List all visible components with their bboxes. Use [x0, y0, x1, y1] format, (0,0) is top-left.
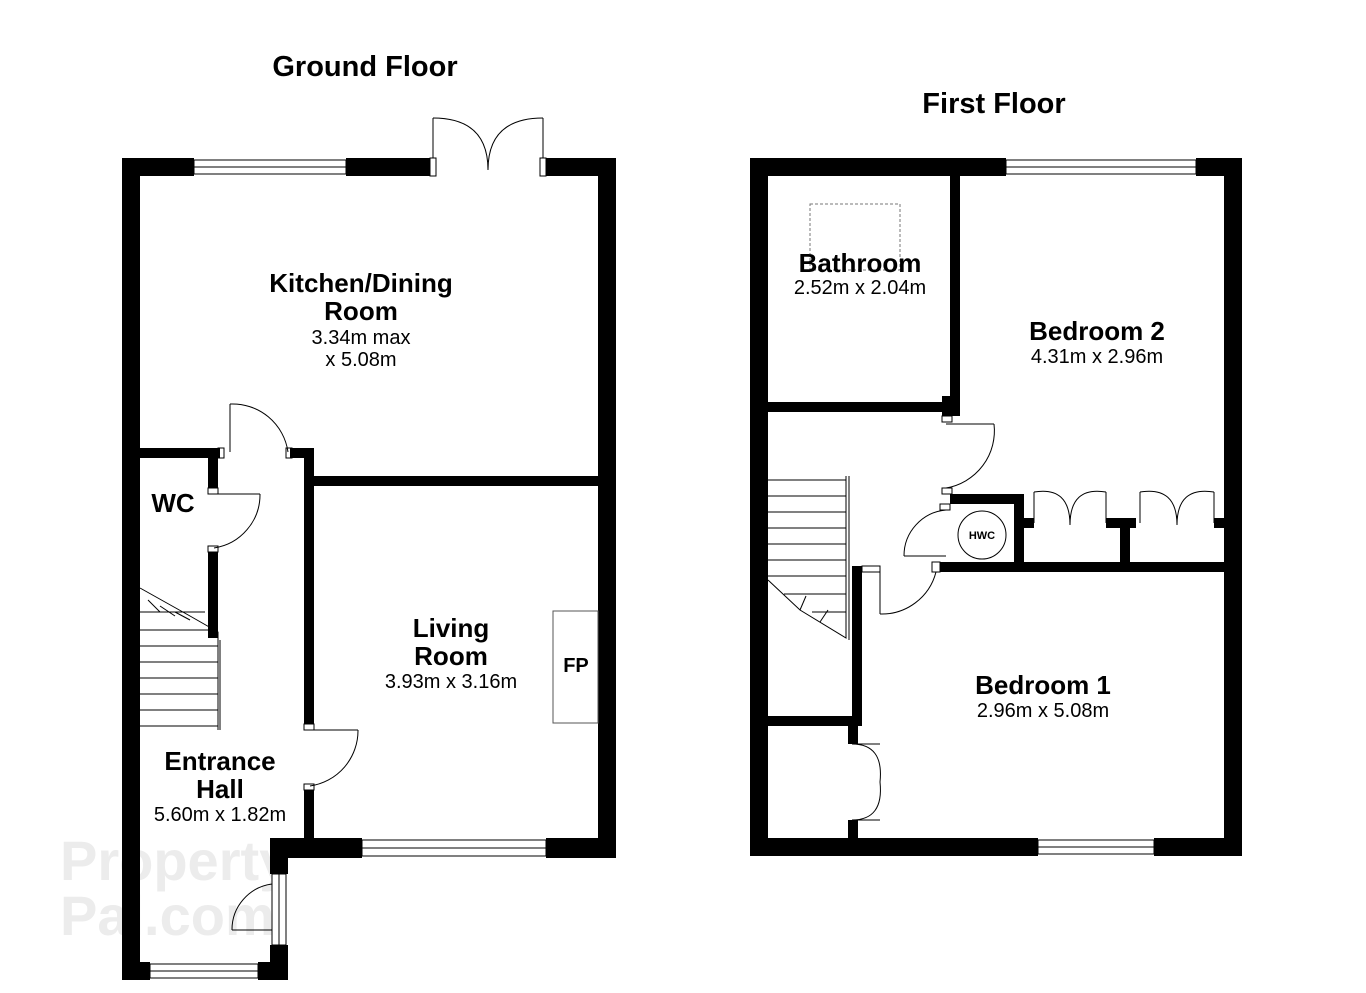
- door-front[interactable]: [231, 883, 273, 931]
- wall-north-left: [750, 158, 1006, 176]
- wall-hall-living-lower: [304, 790, 314, 848]
- hall-name-1: Entrance: [164, 746, 275, 776]
- bathroom-dim: 2.52m x 2.04m: [794, 277, 926, 299]
- wall-south-left-b: [258, 962, 288, 980]
- wall-kitchen-hall: [290, 448, 314, 458]
- hall-name-2: Hall: [196, 774, 244, 804]
- bedroom1-dim: 2.96m x 5.08m: [977, 700, 1109, 722]
- wall-bath-landing: [768, 402, 960, 412]
- door-living[interactable]: [303, 723, 359, 791]
- first-floor-plan: First Floor: [750, 88, 1242, 856]
- door-wc[interactable]: [207, 487, 261, 553]
- watermark: Property Pal.com: [60, 829, 290, 947]
- door-hwc[interactable]: [903, 503, 951, 573]
- hall-dim: 5.60m x 1.82m: [154, 804, 286, 826]
- bedroom1-name: Bedroom 1: [975, 670, 1111, 700]
- skylight: [809, 203, 901, 271]
- kitchen-name-1: Kitchen/Dining: [269, 268, 452, 298]
- kitchen-name-2: Room: [324, 296, 398, 326]
- wall-bath-corner: [942, 396, 960, 416]
- wall-closet-lower: [848, 820, 858, 838]
- wall-hall-living-upper: [304, 448, 314, 724]
- wall-west: [122, 158, 140, 980]
- wall-south-mid: [288, 838, 362, 858]
- wall-landing-bed1: [852, 566, 862, 722]
- fireplace: [552, 610, 599, 724]
- wall-west: [750, 158, 768, 856]
- staircase: [767, 476, 850, 640]
- wall-kitchen-living: [304, 476, 598, 486]
- ground-floor-plan: Ground Floor: [122, 51, 616, 980]
- wall-closet-top: [768, 716, 862, 726]
- bedroom2-dim: 4.31m x 2.96m: [1031, 346, 1163, 368]
- wc-name: WC: [151, 488, 195, 518]
- wall-north-left: [122, 158, 194, 176]
- bedroom2-name: Bedroom 2: [1029, 316, 1165, 346]
- wall-south-left: [750, 838, 1038, 856]
- wardrobe-doors-left[interactable]: [1033, 490, 1107, 526]
- door-bedroom1[interactable]: [861, 565, 937, 615]
- wardrobe-doors-right[interactable]: [1139, 490, 1215, 526]
- hwc-label: HWC: [969, 530, 995, 542]
- wall-hwc-right: [1014, 494, 1024, 572]
- ground-floor-title: Ground Floor: [272, 51, 457, 83]
- living-name-2: Room: [414, 641, 488, 671]
- hot-water-cylinder: [957, 510, 1007, 560]
- living-dim: 3.93m x 3.16m: [385, 671, 517, 693]
- wall-wardrobe-left: [1014, 518, 1034, 528]
- wall-south-left-a: [122, 962, 150, 980]
- watermark-line2: Pal.com: [60, 884, 275, 947]
- wall-south-right: [1154, 838, 1242, 856]
- wall-bath-bed2: [950, 176, 960, 416]
- french-doors[interactable]: [429, 117, 547, 177]
- door-bedroom2[interactable]: [941, 415, 995, 495]
- first-floor-title: First Floor: [922, 88, 1065, 120]
- wall-east: [1224, 158, 1242, 856]
- wall-wardrobe-right: [1214, 518, 1224, 528]
- wall-wc-lower: [208, 552, 218, 638]
- wall-south-right: [546, 838, 616, 858]
- closet-doors[interactable]: [851, 743, 881, 821]
- wall-hwc-top: [950, 494, 1020, 504]
- wall-porch-corner: [270, 838, 288, 874]
- kitchen-dim-1: 3.34m max: [312, 327, 411, 349]
- bathroom-name: Bathroom: [799, 248, 922, 278]
- living-name-1: Living: [413, 613, 490, 643]
- fireplace-label: FP: [563, 655, 589, 677]
- wall-closet-upper: [848, 726, 858, 744]
- wall-wc-upper: [208, 448, 218, 488]
- wall-wardrobe-divider: [1120, 518, 1130, 572]
- wall-north-mid: [346, 158, 430, 176]
- door-kitchen[interactable]: [217, 403, 293, 459]
- staircase: [139, 587, 221, 730]
- wall-kitchen-wc: [140, 448, 220, 458]
- wall-east: [598, 158, 616, 858]
- wall-bed1-bed2: [940, 562, 1224, 572]
- kitchen-dim-2: x 5.08m: [325, 349, 396, 371]
- watermark-line1: Property: [60, 829, 290, 892]
